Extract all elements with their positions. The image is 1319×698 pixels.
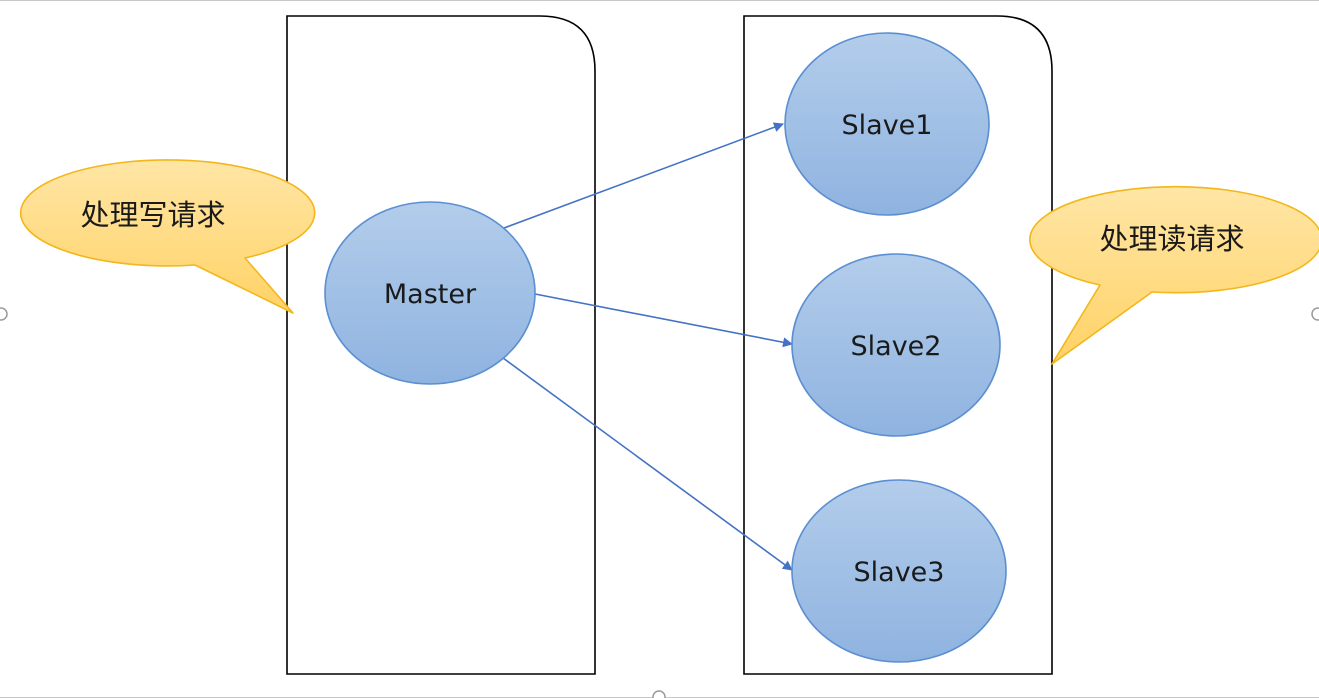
master-node-label: Master [384,279,477,310]
slave3-node-label: Slave3 [854,557,945,588]
slave1-node-shape [784,32,990,216]
arrow-master-slave3[interactable] [502,357,793,571]
write-callout[interactable]: 处理写请求 [19,159,316,314]
slave1-node-label: Slave1 [842,110,933,141]
write-callout-shape [19,159,316,314]
read-callout-shape [1029,185,1319,365]
arrow-master-slave1[interactable] [503,122,784,229]
read-callout[interactable]: 处理读请求 [1029,185,1319,365]
resize-handle-left[interactable] [0,307,8,321]
slave3-node-shape [791,479,1007,663]
slave2-node[interactable]: Slave2 [791,253,1001,437]
resize-handle-bottom[interactable] [652,690,666,698]
slave2-node-shape [791,253,1001,437]
resize-handle-right[interactable] [1311,307,1319,321]
arrow-master-slave2[interactable] [534,293,793,348]
master-node[interactable]: Master [324,201,536,385]
read-callout-label: 处理读请求 [1099,222,1244,256]
write-callout-label: 处理写请求 [80,198,225,232]
master-node-shape [324,201,536,385]
slave1-node[interactable]: Slave1 [784,32,990,216]
slave3-node[interactable]: Slave3 [791,479,1007,663]
slave2-node-label: Slave2 [851,331,942,362]
